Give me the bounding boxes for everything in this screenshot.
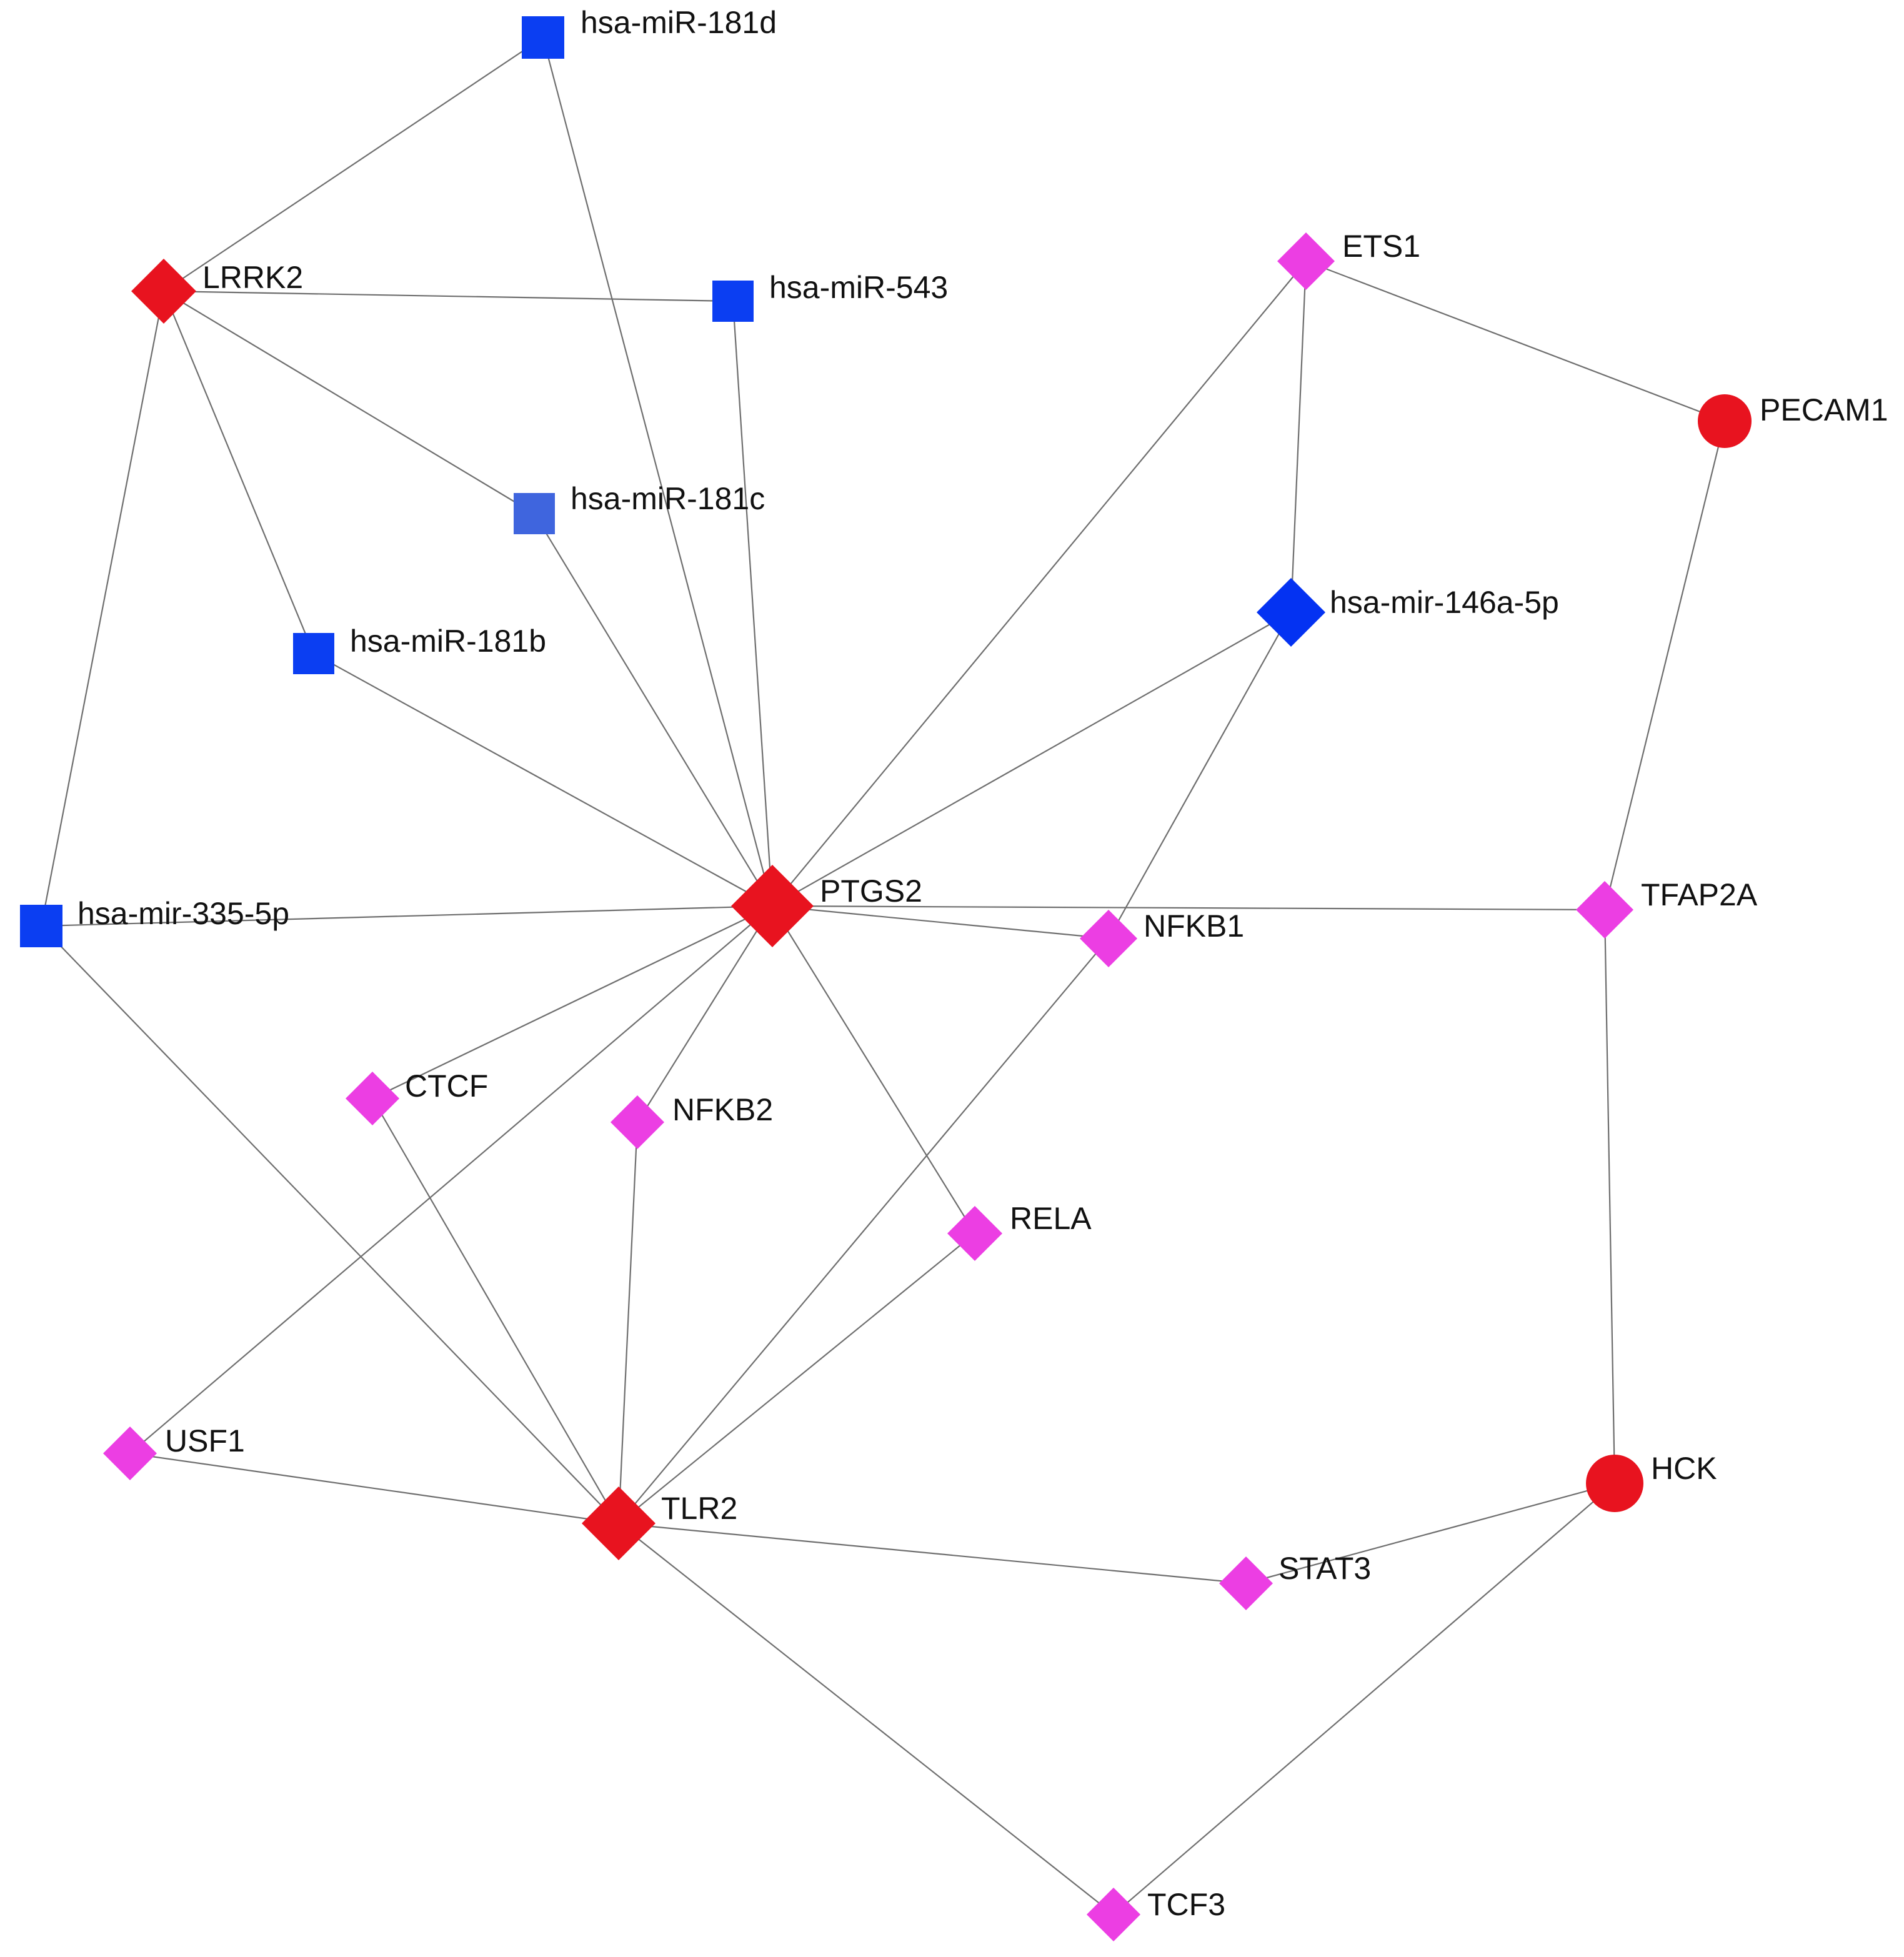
node-label-hsa-mir-146a-5p: hsa-mir-146a-5p bbox=[1330, 585, 1559, 620]
edge-hck-to-stat3 bbox=[1245, 1482, 1615, 1585]
node-label-ets1: ETS1 bbox=[1342, 229, 1420, 264]
edge-rela-to-tlr2 bbox=[618, 1233, 975, 1524]
node-nfkb2[interactable]: NFKB2 bbox=[611, 1092, 773, 1149]
edge-layer bbox=[40, 37, 1726, 1915]
node-hsa-mir-146a-5p-diamond[interactable] bbox=[1257, 578, 1325, 647]
edge-tfap2a-to-hck bbox=[1603, 909, 1616, 1484]
node-pecam1-circle[interactable] bbox=[1698, 394, 1752, 448]
edge-hsa-mir-181d-to-lrrk2 bbox=[163, 37, 544, 292]
edge-hsa-mir-181c-to-ptgs2 bbox=[534, 513, 773, 907]
node-hsa-mir-543[interactable]: hsa-miR-543 bbox=[712, 270, 948, 322]
node-nfkb1-diamond[interactable] bbox=[1080, 910, 1137, 967]
node-ets1[interactable]: ETS1 bbox=[1277, 229, 1420, 290]
edge-ptgs2-to-rela bbox=[772, 905, 975, 1234]
node-label-ctcf: CTCF bbox=[405, 1068, 488, 1103]
node-label-ptgs2: PTGS2 bbox=[820, 874, 922, 909]
node-ptgs2-diamond[interactable] bbox=[731, 865, 814, 947]
edge-ctcf-to-tlr2 bbox=[372, 1098, 619, 1524]
edge-usf1-to-tlr2 bbox=[129, 1452, 619, 1525]
node-ptgs2[interactable]: PTGS2 bbox=[731, 865, 922, 947]
edge-nfkb1-to-tlr2 bbox=[618, 938, 1109, 1524]
node-hck[interactable]: HCK bbox=[1586, 1451, 1717, 1512]
node-hsa-mir-181b-square[interactable] bbox=[293, 633, 334, 674]
node-label-nfkb1: NFKB1 bbox=[1144, 909, 1244, 944]
edge-ets1-to-hsa-mir-146a-5p bbox=[1290, 261, 1307, 613]
node-hsa-mir-181b[interactable]: hsa-miR-181b bbox=[293, 624, 546, 674]
node-hsa-mir-543-square[interactable] bbox=[712, 281, 754, 322]
node-stat3-diamond[interactable] bbox=[1219, 1556, 1273, 1610]
node-hsa-mir-181c[interactable]: hsa-miR-181c bbox=[514, 481, 765, 534]
node-label-rela: RELA bbox=[1010, 1201, 1092, 1236]
edge-ets1-to-pecam1 bbox=[1305, 260, 1725, 422]
node-ctcf-diamond[interactable] bbox=[346, 1072, 399, 1125]
node-hsa-mir-335-5p[interactable]: hsa-mir-335-5p bbox=[20, 896, 289, 947]
node-usf1-diamond[interactable] bbox=[103, 1427, 157, 1480]
node-tcf3[interactable]: TCF3 bbox=[1087, 1887, 1225, 1941]
node-tfap2a[interactable]: TFAP2A bbox=[1576, 877, 1758, 939]
edge-ptgs2-to-tfap2a bbox=[772, 905, 1605, 911]
edge-hck-to-tcf3 bbox=[1113, 1483, 1615, 1915]
node-label-tcf3: TCF3 bbox=[1147, 1887, 1225, 1922]
edge-tlr2-to-stat3 bbox=[618, 1522, 1247, 1585]
node-stat3[interactable]: STAT3 bbox=[1219, 1551, 1371, 1610]
node-label-hsa-mir-335-5p: hsa-mir-335-5p bbox=[77, 896, 289, 931]
edge-hsa-mir-146a-5p-to-ptgs2 bbox=[772, 612, 1292, 907]
node-pecam1[interactable]: PECAM1 bbox=[1698, 392, 1888, 448]
node-tcf3-diamond[interactable] bbox=[1087, 1888, 1140, 1941]
node-hsa-mir-146a-5p[interactable]: hsa-mir-146a-5p bbox=[1257, 578, 1559, 647]
node-label-hsa-mir-181c: hsa-miR-181c bbox=[571, 481, 765, 516]
node-hsa-mir-335-5p-square[interactable] bbox=[20, 905, 62, 947]
node-tlr2-diamond[interactable] bbox=[582, 1486, 655, 1560]
edge-nfkb2-to-tlr2 bbox=[617, 1122, 639, 1524]
edge-hsa-mir-146a-5p-to-nfkb1 bbox=[1108, 612, 1292, 939]
edge-hsa-mir-335-5p-to-tlr2 bbox=[41, 925, 619, 1524]
edge-ptgs2-to-usf1 bbox=[129, 905, 773, 1454]
node-hsa-mir-181d[interactable]: hsa-miR-181d bbox=[522, 5, 777, 59]
node-tfap2a-diamond[interactable] bbox=[1576, 881, 1633, 939]
node-label-hsa-mir-181d: hsa-miR-181d bbox=[581, 5, 777, 40]
edge-tlr2-to-tcf3 bbox=[618, 1523, 1114, 1915]
node-lrrk2-diamond[interactable] bbox=[131, 259, 196, 324]
node-nfkb2-diamond[interactable] bbox=[611, 1095, 664, 1149]
node-usf1[interactable]: USF1 bbox=[103, 1423, 245, 1480]
node-label-lrrk2: LRRK2 bbox=[202, 260, 303, 295]
node-rela[interactable]: RELA bbox=[947, 1201, 1092, 1261]
edge-hsa-mir-543-to-ptgs2 bbox=[732, 301, 774, 907]
edge-hsa-mir-335-5p-to-ptgs2 bbox=[41, 905, 773, 927]
edge-ptgs2-to-nfkb2 bbox=[637, 905, 773, 1123]
node-tlr2[interactable]: TLR2 bbox=[582, 1486, 737, 1560]
node-ets1-diamond[interactable] bbox=[1277, 232, 1335, 290]
edge-lrrk2-to-hsa-mir-181c bbox=[163, 291, 535, 514]
edge-ets1-to-ptgs2 bbox=[772, 261, 1307, 907]
node-label-nfkb2: NFKB2 bbox=[672, 1092, 773, 1127]
node-label-pecam1: PECAM1 bbox=[1760, 392, 1888, 427]
edge-hsa-mir-181d-to-ptgs2 bbox=[542, 37, 774, 907]
edge-hsa-mir-181b-to-ptgs2 bbox=[313, 653, 773, 907]
node-nfkb1[interactable]: NFKB1 bbox=[1080, 909, 1244, 967]
node-lrrk2[interactable]: LRRK2 bbox=[131, 259, 303, 324]
node-label-usf1: USF1 bbox=[165, 1423, 245, 1458]
node-label-hck: HCK bbox=[1651, 1451, 1717, 1486]
edge-lrrk2-to-hsa-mir-335-5p bbox=[40, 291, 165, 927]
node-hck-circle[interactable] bbox=[1586, 1455, 1643, 1512]
node-label-tlr2: TLR2 bbox=[661, 1491, 737, 1526]
node-label-stat3: STAT3 bbox=[1278, 1551, 1371, 1586]
edge-lrrk2-to-hsa-mir-543 bbox=[163, 290, 734, 302]
edge-ptgs2-to-nfkb1 bbox=[772, 905, 1109, 940]
edge-ptgs2-to-ctcf bbox=[372, 905, 773, 1099]
node-label-hsa-mir-543: hsa-miR-543 bbox=[769, 270, 948, 305]
node-label-tfap2a: TFAP2A bbox=[1641, 877, 1758, 912]
node-label-hsa-mir-181b: hsa-miR-181b bbox=[350, 624, 546, 659]
node-rela-diamond[interactable] bbox=[947, 1206, 1002, 1261]
edge-lrrk2-to-hsa-mir-181b bbox=[162, 291, 315, 654]
node-hsa-mir-181c-square[interactable] bbox=[514, 493, 555, 534]
node-ctcf[interactable]: CTCF bbox=[346, 1068, 488, 1125]
node-hsa-mir-181d-square[interactable] bbox=[522, 16, 564, 59]
edge-pecam1-to-tfap2a bbox=[1603, 421, 1726, 910]
